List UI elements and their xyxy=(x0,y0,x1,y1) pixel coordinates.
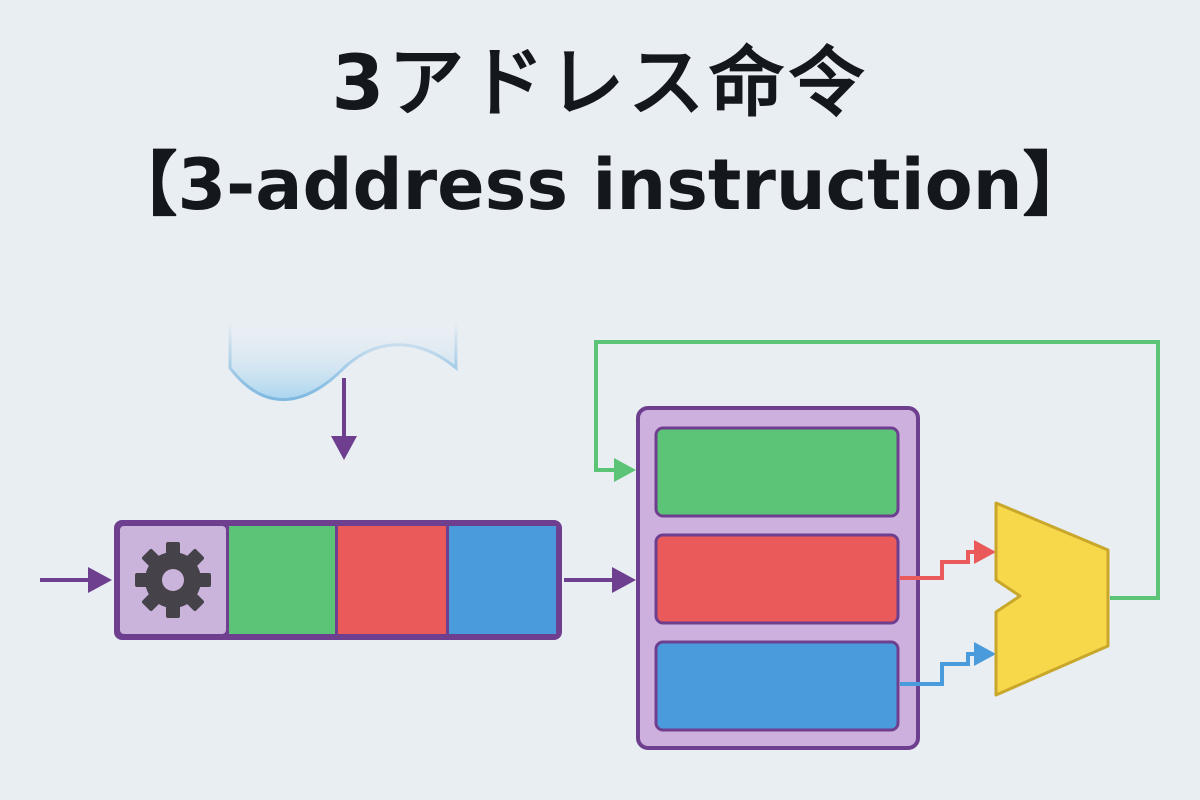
operand-field-source-1 xyxy=(338,526,446,634)
register-destination xyxy=(654,426,900,518)
page-title: 3アドレス命令 xyxy=(331,38,869,127)
register-file xyxy=(636,406,920,750)
gear-icon xyxy=(135,542,211,618)
decode-arrow xyxy=(564,567,636,593)
alu-shape xyxy=(994,501,1110,697)
input-arrow xyxy=(40,567,112,593)
memory-shape xyxy=(228,322,458,401)
operand-field-source-2 xyxy=(449,526,556,634)
result-feedback-path xyxy=(594,340,1160,600)
source-2-path xyxy=(900,642,996,686)
fetch-arrow xyxy=(331,378,357,460)
source-1-path xyxy=(900,540,996,580)
operand-field-destination xyxy=(229,526,335,634)
register-source-1 xyxy=(654,533,900,625)
page-subtitle: 【3-address instruction】 xyxy=(107,144,1093,226)
register-source-2 xyxy=(654,640,900,732)
